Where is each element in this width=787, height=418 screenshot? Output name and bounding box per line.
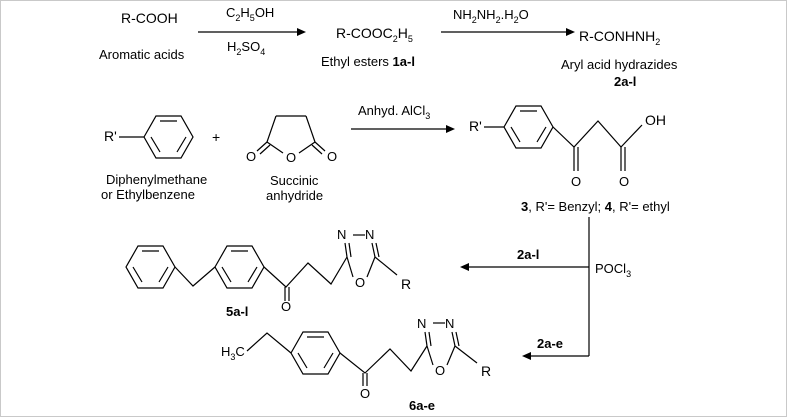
arrow-6-label: 2a-e (537, 336, 563, 351)
benzene-ring-product (503, 105, 554, 149)
compound-5-n1: N (337, 227, 346, 242)
reagent-sulfuric-acid: H2SO4 (227, 39, 265, 57)
compound-5-ketone-o: O (281, 299, 291, 314)
catalyst-label: Anhyd. AlCl3 (358, 103, 430, 121)
product-label: 3, R'= Benzyl; 4, R'= ethyl (521, 199, 670, 214)
start-label-line2: or Ethylbenzene (101, 187, 195, 202)
arrow-to-compound-5 (460, 263, 589, 271)
compound-5-ring-o: O (355, 275, 365, 290)
compound-6-n1: N (417, 316, 426, 331)
hydrazide-id: 2a-l (614, 74, 636, 89)
reagent-hydrazine-hydrate: NH2NH2.H2O (453, 7, 529, 25)
hydrazinolysis-arrow (441, 28, 575, 36)
compound-6-ring-o: O (435, 363, 445, 378)
compound-6-n2: N (445, 316, 454, 331)
acid-label: Aromatic acids (99, 47, 185, 62)
compound-6-id: 6a-e (409, 398, 435, 413)
anhydride-o-left: O (246, 149, 256, 164)
compound-6-structure (246, 322, 478, 386)
arrow-to-compound-6 (522, 352, 589, 360)
hydrazide-label: Aryl acid hydrazides (561, 57, 678, 72)
compound-5-structure (125, 234, 398, 301)
ester-formula: R-COOC2H5 (336, 25, 413, 44)
compound-6-r: R (481, 363, 491, 379)
h3c-label: H3C (221, 344, 245, 362)
keto-acid-chain (552, 120, 643, 171)
compound-6-ketone-o: O (360, 386, 370, 401)
compound-5-n2: N (365, 227, 374, 242)
succinic-label-line1: Succinic (270, 173, 319, 188)
anhydride-o-right: O (327, 149, 337, 164)
anhydride-o-ring: O (286, 150, 296, 165)
arrow-5-label: 2a-l (517, 247, 539, 262)
compound-5-id: 5a-l (226, 304, 248, 319)
esterification-arrow (198, 28, 306, 36)
plus-sign: + (212, 129, 220, 145)
hydrazide-formula: R-CONHNH2 (579, 28, 660, 47)
start-label-line1: Diphenylmethane (106, 172, 207, 187)
product-ketone-o: O (571, 174, 581, 189)
product-r-prime: R' (469, 118, 482, 134)
product-acid-o: O (619, 174, 629, 189)
product-oh: OH (645, 112, 666, 128)
succinic-anhydride-structure (256, 115, 326, 155)
succinic-label-line2: anhydride (266, 188, 323, 203)
friedel-crafts-arrow (351, 125, 455, 133)
benzene-ring-start (143, 115, 194, 159)
ester-label: Ethyl esters 1a-l (321, 54, 415, 69)
acid-formula: R-COOH (121, 10, 178, 26)
pocl3-label: POCl3 (595, 261, 631, 279)
r-prime-label: R' (104, 128, 117, 144)
reagent-ethanol: C2H5OH (226, 5, 274, 23)
compound-5-r: R (401, 276, 411, 292)
